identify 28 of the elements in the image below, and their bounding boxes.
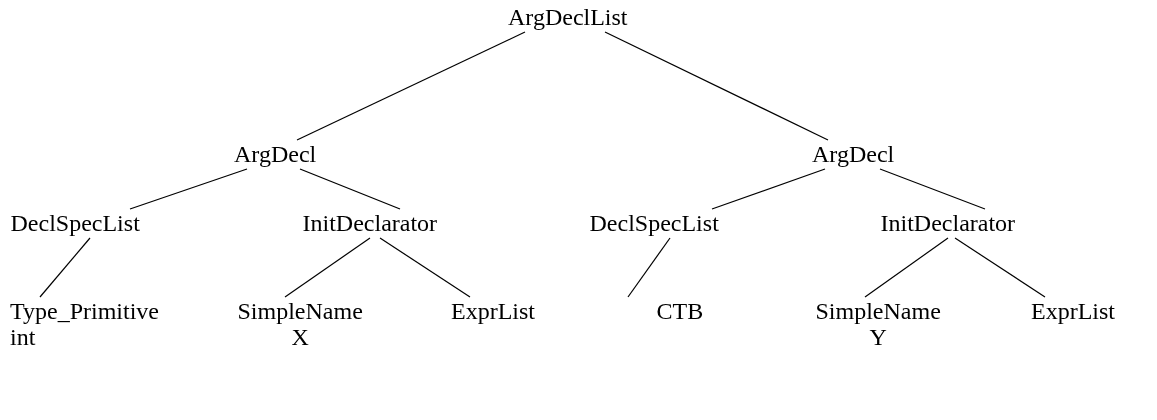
tree-edge <box>604 31 829 141</box>
node-label: SimpleName <box>237 298 363 324</box>
node-label: SimpleName <box>815 298 941 324</box>
tree-edge <box>711 168 826 210</box>
tree-edge <box>379 237 471 298</box>
node-label: int <box>10 324 37 350</box>
node-label: X <box>290 324 310 350</box>
node-label: InitDeclarator <box>880 210 1016 236</box>
tree-edge <box>864 237 949 298</box>
node-label: ExprList <box>1031 298 1115 324</box>
tree-edge <box>627 237 671 298</box>
node-label: ArgDecl <box>812 141 895 167</box>
tree-edge <box>284 237 371 298</box>
node-label: InitDeclarator <box>302 210 438 236</box>
tree-edge <box>879 168 986 210</box>
node-label: ArgDeclList <box>508 4 628 30</box>
node-label: Type_Primitive <box>10 298 159 324</box>
tree-edge <box>296 31 526 141</box>
tree-edge <box>954 237 1046 298</box>
node-label: Y <box>868 324 888 350</box>
node-label: ExprList <box>451 298 535 324</box>
tree-edge <box>39 237 91 298</box>
tree-edge <box>129 168 248 210</box>
node-label: CTB <box>656 298 704 324</box>
node-label: ArgDecl <box>234 141 317 167</box>
node-label: DeclSpecList <box>589 210 719 236</box>
node-label: DeclSpecList <box>10 210 140 236</box>
tree-edge <box>299 168 401 210</box>
